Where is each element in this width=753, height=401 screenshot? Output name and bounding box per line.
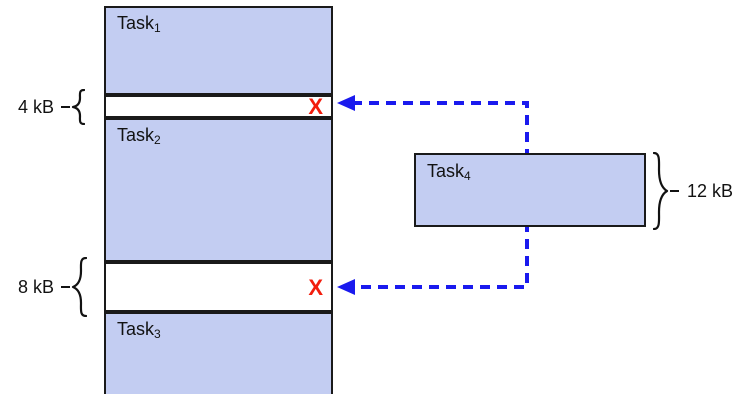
memory-block-task3: Task3 — [106, 312, 331, 394]
bracket-tick-4kb — [61, 106, 71, 108]
memory-block-task2: Task2 — [106, 118, 331, 262]
size-bracket-4kb: 4 kB — [18, 89, 86, 125]
memory-block-task1: Task1 — [106, 8, 331, 95]
incoming-task4-label: Task4 — [427, 161, 471, 183]
main-memory-column: Task1 X Task2 X Task3 — [104, 6, 333, 394]
size-bracket-8kb: 8 kB — [18, 257, 88, 317]
size-label-12kb: 12 kB — [687, 180, 734, 201]
memory-hole-8kb: X — [106, 262, 331, 312]
curly-brace-8kb-icon — [71, 257, 88, 317]
bracket-tick-12kb — [670, 190, 679, 192]
size-label-8kb: 8 kB — [18, 276, 55, 297]
memory-block-task1-label: Task1 — [117, 13, 161, 35]
memory-block-task2-label: Task2 — [117, 125, 161, 147]
reject-x-icon-4kb: X — [308, 94, 323, 119]
size-label-4kb: 4 kB — [18, 96, 55, 117]
incoming-task4-block: Task4 — [414, 153, 646, 227]
curly-brace-4kb-icon — [71, 89, 86, 125]
bracket-tick-8kb — [61, 286, 71, 288]
reject-x-icon-8kb: X — [308, 275, 323, 300]
memory-hole-4kb: X — [106, 95, 331, 118]
size-bracket-12kb: 12 kB — [653, 152, 733, 230]
curly-brace-12kb-icon — [653, 152, 669, 230]
memory-block-task3-label: Task3 — [117, 319, 161, 341]
